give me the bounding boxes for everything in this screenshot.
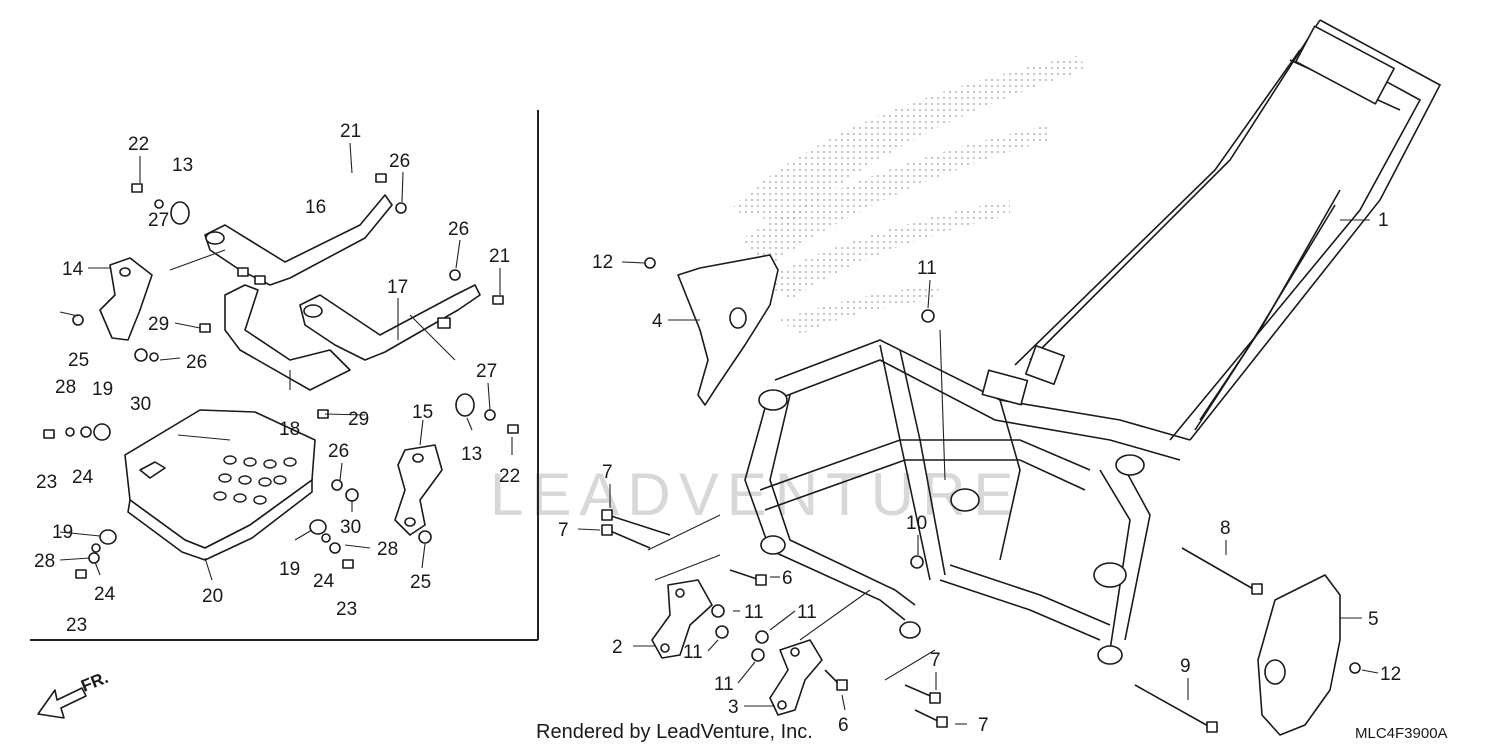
right-skid-bracket bbox=[394, 444, 443, 536]
diagram-code: MLC4F3900A bbox=[1355, 725, 1448, 742]
callout-9: 9 bbox=[1180, 656, 1191, 677]
callout-14: 14 bbox=[62, 259, 84, 280]
callout-7: 7 bbox=[978, 715, 989, 736]
callout-7: 7 bbox=[602, 462, 613, 483]
callout-26: 26 bbox=[328, 441, 349, 462]
callout-22: 22 bbox=[499, 466, 520, 487]
callout-24: 24 bbox=[94, 584, 116, 605]
callout-21: 21 bbox=[340, 121, 361, 142]
footer-credit: Rendered by LeadVenture, Inc. bbox=[536, 721, 813, 743]
callout-28: 28 bbox=[377, 539, 398, 560]
callout-12: 12 bbox=[592, 252, 613, 273]
callout-19: 19 bbox=[52, 522, 73, 543]
frame-cover-left bbox=[677, 254, 779, 406]
callout-18: 18 bbox=[279, 419, 300, 440]
callout-2: 2 bbox=[612, 637, 623, 658]
callout-27: 27 bbox=[476, 361, 497, 382]
callout-30: 30 bbox=[130, 394, 151, 415]
callout-23: 23 bbox=[66, 615, 87, 636]
callout-21: 21 bbox=[489, 246, 510, 267]
callout-11: 11 bbox=[917, 258, 937, 279]
callout-25: 25 bbox=[68, 350, 89, 371]
callout-26: 26 bbox=[448, 219, 469, 240]
skid-center-bracket bbox=[224, 284, 351, 391]
callout-13: 13 bbox=[172, 155, 193, 176]
callout-19: 19 bbox=[279, 559, 300, 580]
callout-26: 26 bbox=[389, 151, 410, 172]
callout-11: 11 bbox=[714, 674, 734, 695]
callout-10: 10 bbox=[906, 513, 927, 534]
callout-labels: 1 2 3 4 5 6 6 7 7 7 7 8 9 10 11 11 11 11… bbox=[34, 121, 1401, 736]
callout-28: 28 bbox=[34, 551, 55, 572]
inset-box-border bbox=[30, 110, 539, 641]
rubber-mount bbox=[170, 201, 190, 225]
callout-12: 12 bbox=[1380, 664, 1401, 685]
callout-7: 7 bbox=[930, 650, 941, 671]
main-fasteners bbox=[601, 257, 1361, 733]
inset-fasteners bbox=[43, 173, 519, 579]
upper-skid-stay bbox=[204, 194, 393, 286]
callout-6: 6 bbox=[782, 568, 793, 589]
callout-24: 24 bbox=[72, 467, 94, 488]
callout-5: 5 bbox=[1368, 609, 1379, 630]
grommet bbox=[309, 519, 327, 535]
callout-16: 16 bbox=[305, 197, 326, 218]
callout-24: 24 bbox=[313, 571, 335, 592]
callout-27: 27 bbox=[148, 210, 169, 231]
lower-skid-stay bbox=[299, 284, 481, 361]
grommet bbox=[93, 423, 111, 441]
callout-6: 6 bbox=[838, 715, 849, 736]
leader-lines bbox=[59, 142, 1379, 725]
arrow-icon bbox=[37, 687, 87, 719]
callout-13: 13 bbox=[461, 444, 482, 465]
callout-11: 11 bbox=[744, 602, 764, 623]
callout-1: 1 bbox=[1378, 210, 1389, 231]
callout-29: 29 bbox=[348, 409, 369, 430]
front-direction-label: FR. bbox=[78, 668, 111, 696]
callout-7: 7 bbox=[558, 520, 569, 541]
callout-8: 8 bbox=[1220, 518, 1231, 539]
engine-hanger-right bbox=[769, 639, 823, 716]
callout-23: 23 bbox=[336, 599, 357, 620]
callout-30: 30 bbox=[340, 517, 361, 538]
rubber-mount bbox=[455, 393, 475, 417]
callout-3: 3 bbox=[728, 697, 739, 718]
wing-emblem-watermark bbox=[730, 55, 1085, 335]
callout-11: 11 bbox=[797, 602, 817, 623]
skid-plate bbox=[124, 409, 316, 561]
callout-28: 28 bbox=[55, 377, 76, 398]
frame-cover-right bbox=[1257, 574, 1341, 736]
engine-hanger-left bbox=[651, 579, 713, 659]
callout-29: 29 bbox=[148, 314, 169, 335]
callout-23: 23 bbox=[36, 472, 57, 493]
main-frame bbox=[744, 19, 1442, 665]
leadventure-watermark: LEADVENTURE bbox=[490, 461, 1021, 528]
callout-4: 4 bbox=[652, 311, 663, 332]
front-direction-indicator: FR. bbox=[37, 668, 111, 719]
callout-20: 20 bbox=[202, 586, 223, 607]
callout-17: 17 bbox=[387, 277, 408, 298]
callout-22: 22 bbox=[128, 134, 149, 155]
callout-19: 19 bbox=[92, 379, 113, 400]
callout-15: 15 bbox=[412, 402, 433, 423]
left-skid-bracket bbox=[99, 257, 153, 341]
grommet bbox=[99, 529, 117, 545]
callout-11: 11 bbox=[683, 642, 703, 663]
callout-25: 25 bbox=[410, 572, 431, 593]
callout-26: 26 bbox=[186, 352, 207, 373]
